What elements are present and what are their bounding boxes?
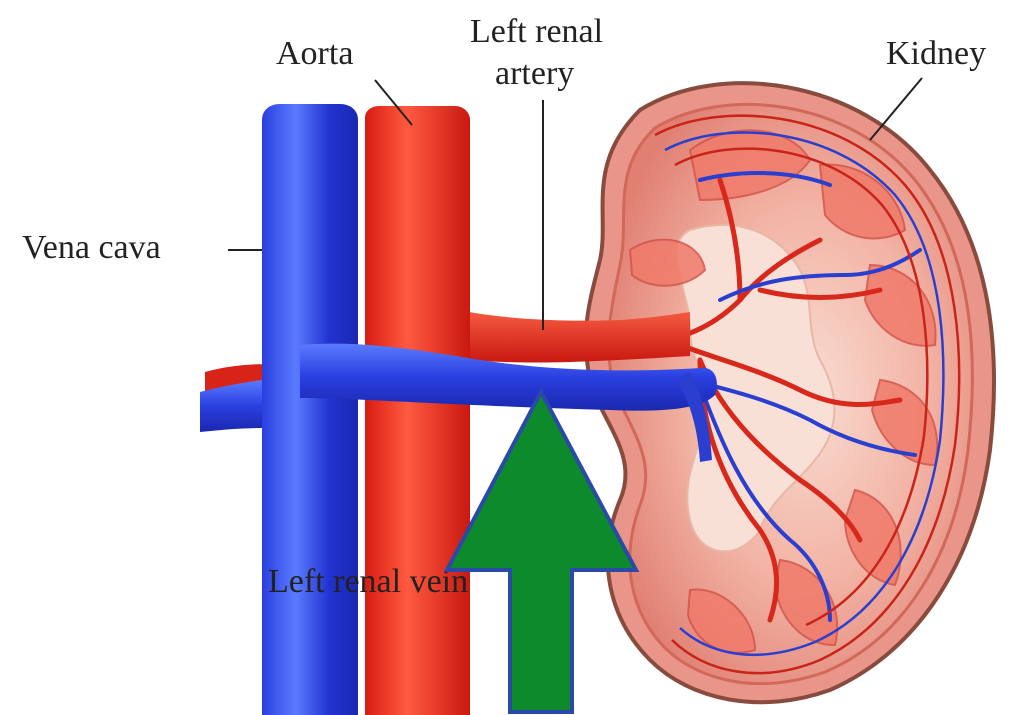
label-left-renal-artery-line2: artery bbox=[495, 55, 574, 92]
label-left-renal-artery-line1: Left renal bbox=[470, 13, 603, 50]
label-left-renal-vein: Left renal vein bbox=[268, 563, 468, 600]
label-kidney: Kidney bbox=[886, 35, 986, 72]
label-vena-cava: Vena cava bbox=[22, 229, 161, 266]
label-aorta: Aorta bbox=[276, 35, 353, 72]
vena-cava bbox=[200, 104, 358, 715]
green-up-arrow-icon bbox=[447, 392, 636, 712]
kidney-leader bbox=[870, 78, 922, 140]
